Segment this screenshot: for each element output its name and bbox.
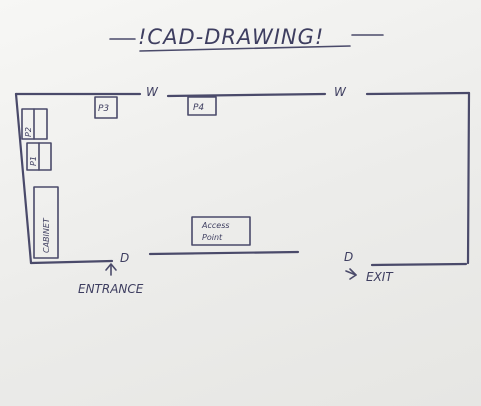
- title-underline: [139, 45, 351, 52]
- access-point-label-line1: Access: [201, 221, 230, 230]
- p3-box: [94, 96, 118, 119]
- access-point-label-line2: Point: [202, 233, 223, 242]
- wall-top-middle: [166, 92, 327, 98]
- access-point-box: [191, 216, 251, 246]
- wall-bottom-middle: [148, 250, 300, 256]
- wall-right: [466, 91, 471, 265]
- p1-label: P1: [29, 156, 38, 166]
- entrance-label: ENTRANCE: [78, 282, 144, 296]
- wall-top-right: [365, 91, 471, 96]
- p2-label: P2: [24, 127, 33, 137]
- window-label-left: W: [146, 85, 159, 99]
- door-label-exit: D: [344, 250, 353, 264]
- cabinet-box: [33, 186, 59, 259]
- exit-label: EXIT: [366, 270, 394, 284]
- wall-left: [14, 92, 33, 265]
- p4-label: P4: [193, 103, 204, 113]
- entrance-arrow-head: [105, 263, 117, 271]
- p4-box: [187, 96, 217, 116]
- drawing-title: !CAD-DRAWING!: [138, 25, 324, 49]
- wall-bottom-left: [29, 259, 114, 265]
- window-label-right: W: [334, 85, 347, 99]
- p3-label: P3: [98, 104, 109, 114]
- wall-bottom-right: [370, 262, 468, 267]
- door-label-entrance: D: [120, 251, 129, 265]
- exit-arrow-head: [349, 268, 357, 280]
- cabinet-label: CABINET: [42, 217, 51, 253]
